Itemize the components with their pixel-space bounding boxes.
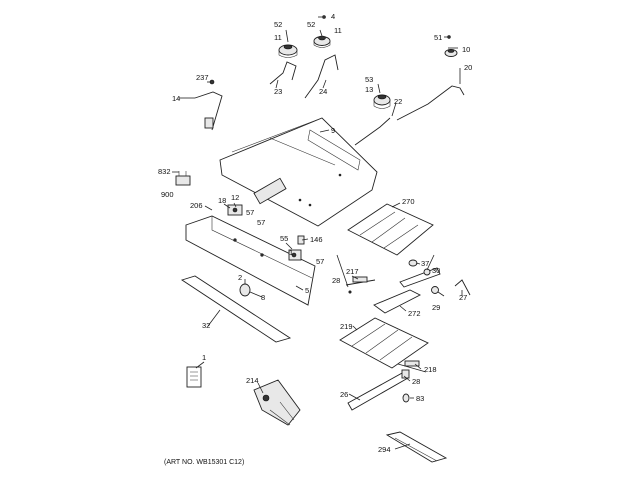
valve-900 xyxy=(175,171,191,186)
burner-head-11-center xyxy=(313,35,331,48)
label-1-small: 1 xyxy=(289,248,293,257)
burner-head-11-left xyxy=(278,44,298,58)
label-206: 206 xyxy=(190,201,203,210)
label-1: 1 xyxy=(202,353,206,362)
label-14: 14 xyxy=(172,94,180,103)
label-83: 83 xyxy=(416,394,424,403)
cap-37 xyxy=(408,259,418,267)
switch-12 xyxy=(227,204,243,216)
pin-28-top xyxy=(348,290,352,294)
label-53: 53 xyxy=(365,75,373,84)
label-11-center: 11 xyxy=(334,26,342,35)
label-37: 37 xyxy=(421,259,429,268)
burner-head-10 xyxy=(444,35,458,57)
tube-26 xyxy=(347,369,410,411)
label-28-top: 28 xyxy=(332,276,340,285)
label-22: 22 xyxy=(394,97,402,106)
gas-tube-22 xyxy=(354,117,391,146)
screw-4 xyxy=(322,15,326,19)
label-29: 29 xyxy=(432,303,440,312)
label-55: 55 xyxy=(280,234,288,243)
label-12: 12 xyxy=(231,193,239,202)
label-4: 4 xyxy=(331,12,335,21)
label-8: 8 xyxy=(261,293,265,302)
tube-27 xyxy=(454,279,471,296)
control-panel-5 xyxy=(185,215,316,306)
label-9: 9 xyxy=(331,126,335,135)
label-11-left: 11 xyxy=(274,33,282,42)
burner-272 xyxy=(373,267,441,314)
label-13: 13 xyxy=(365,85,373,94)
label-5: 5 xyxy=(305,286,309,295)
label-23: 23 xyxy=(274,87,282,96)
label-51: 51 xyxy=(434,33,442,42)
label-217: 217 xyxy=(346,267,359,276)
leader-lines xyxy=(172,16,463,450)
burner-270 xyxy=(347,203,434,256)
label-270: 270 xyxy=(402,197,415,206)
valve-assembly-214 xyxy=(253,379,301,426)
igniter-217 xyxy=(345,276,376,286)
part-labels: 4 52 11 52 11 51 10 20 237 23 24 53 13 2… xyxy=(158,12,472,466)
label-294: 294 xyxy=(378,445,391,454)
switch-55 xyxy=(288,249,302,261)
label-24: 24 xyxy=(319,87,327,96)
art-number: (ART NO. WB15301 C12) xyxy=(164,459,244,466)
gas-tube-24 xyxy=(304,54,339,99)
label-26: 26 xyxy=(340,390,348,399)
label-28-bottom: 28 xyxy=(412,377,420,386)
label-57-b: 57 xyxy=(257,218,265,227)
tray-294 xyxy=(385,431,448,463)
owners-manual-1 xyxy=(186,366,202,388)
burner-box-9 xyxy=(219,117,378,227)
label-146: 146 xyxy=(310,235,323,244)
label-52-center: 52 xyxy=(307,20,315,29)
burner-219 xyxy=(339,317,429,369)
knob-2 xyxy=(239,283,251,297)
label-2: 2 xyxy=(238,273,242,282)
label-832: 832 xyxy=(158,167,171,176)
label-30: 30 xyxy=(432,266,440,275)
orifice-83 xyxy=(402,393,410,403)
trim-strip-32 xyxy=(180,275,292,343)
label-52-left: 52 xyxy=(274,20,282,29)
label-237: 237 xyxy=(196,73,209,82)
label-18: 18 xyxy=(218,196,226,205)
label-900: 900 xyxy=(161,190,174,199)
gas-tube-20 xyxy=(396,85,465,121)
label-218: 218 xyxy=(424,365,437,374)
gas-tube-23 xyxy=(269,61,297,85)
label-219: 219 xyxy=(340,322,353,331)
label-20: 20 xyxy=(464,63,472,72)
label-57-c: 57 xyxy=(316,257,324,266)
label-214: 214 xyxy=(246,376,259,385)
label-57-a: 57 xyxy=(246,208,254,217)
manifold-tube-14 xyxy=(194,79,223,131)
label-32: 32 xyxy=(202,321,210,330)
label-272: 272 xyxy=(408,309,421,318)
burner-head-13 xyxy=(373,94,391,109)
igniter-218 xyxy=(397,360,427,373)
label-27: 27 xyxy=(459,293,467,302)
label-10: 10 xyxy=(462,45,470,54)
